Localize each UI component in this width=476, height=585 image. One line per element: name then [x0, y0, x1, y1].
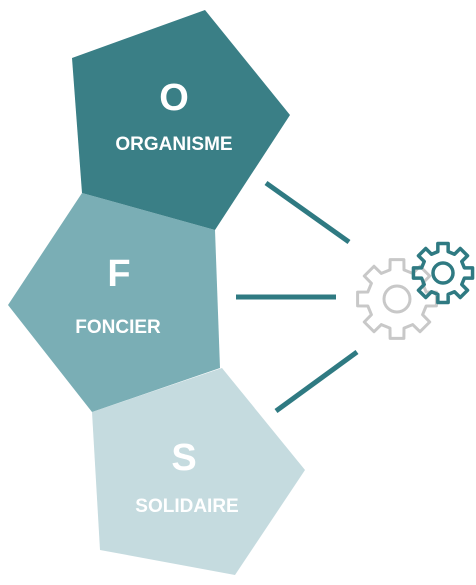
block-solidaire-label: SOLIDAIRE [135, 496, 238, 517]
block-foncier-letter: F [107, 253, 130, 295]
block-solidaire: S SOLIDAIRE [92, 368, 305, 575]
block-foncier-label: FONCIER [75, 317, 161, 338]
small-gear-icon [411, 241, 475, 305]
block-organisme: O ORGANISME [72, 10, 290, 230]
block-organisme-letter: O [159, 77, 189, 119]
gear-outline [356, 258, 438, 340]
connectors [236, 180, 359, 414]
pentagon-foncier [8, 193, 220, 412]
gear-hole [382, 284, 412, 314]
pentagon-solidaire [92, 368, 305, 575]
gears-icon [356, 241, 475, 340]
large-gear-icon [356, 258, 438, 340]
pentagon-organisme [72, 10, 290, 230]
block-foncier: F FONCIER [8, 193, 220, 412]
connector-solidaire [274, 349, 359, 414]
block-organisme-label: ORGANISME [115, 134, 232, 155]
block-solidaire-letter: S [171, 437, 196, 479]
connector-organisme [264, 180, 351, 245]
gear-hole [431, 261, 455, 285]
gear-outline [411, 241, 475, 305]
